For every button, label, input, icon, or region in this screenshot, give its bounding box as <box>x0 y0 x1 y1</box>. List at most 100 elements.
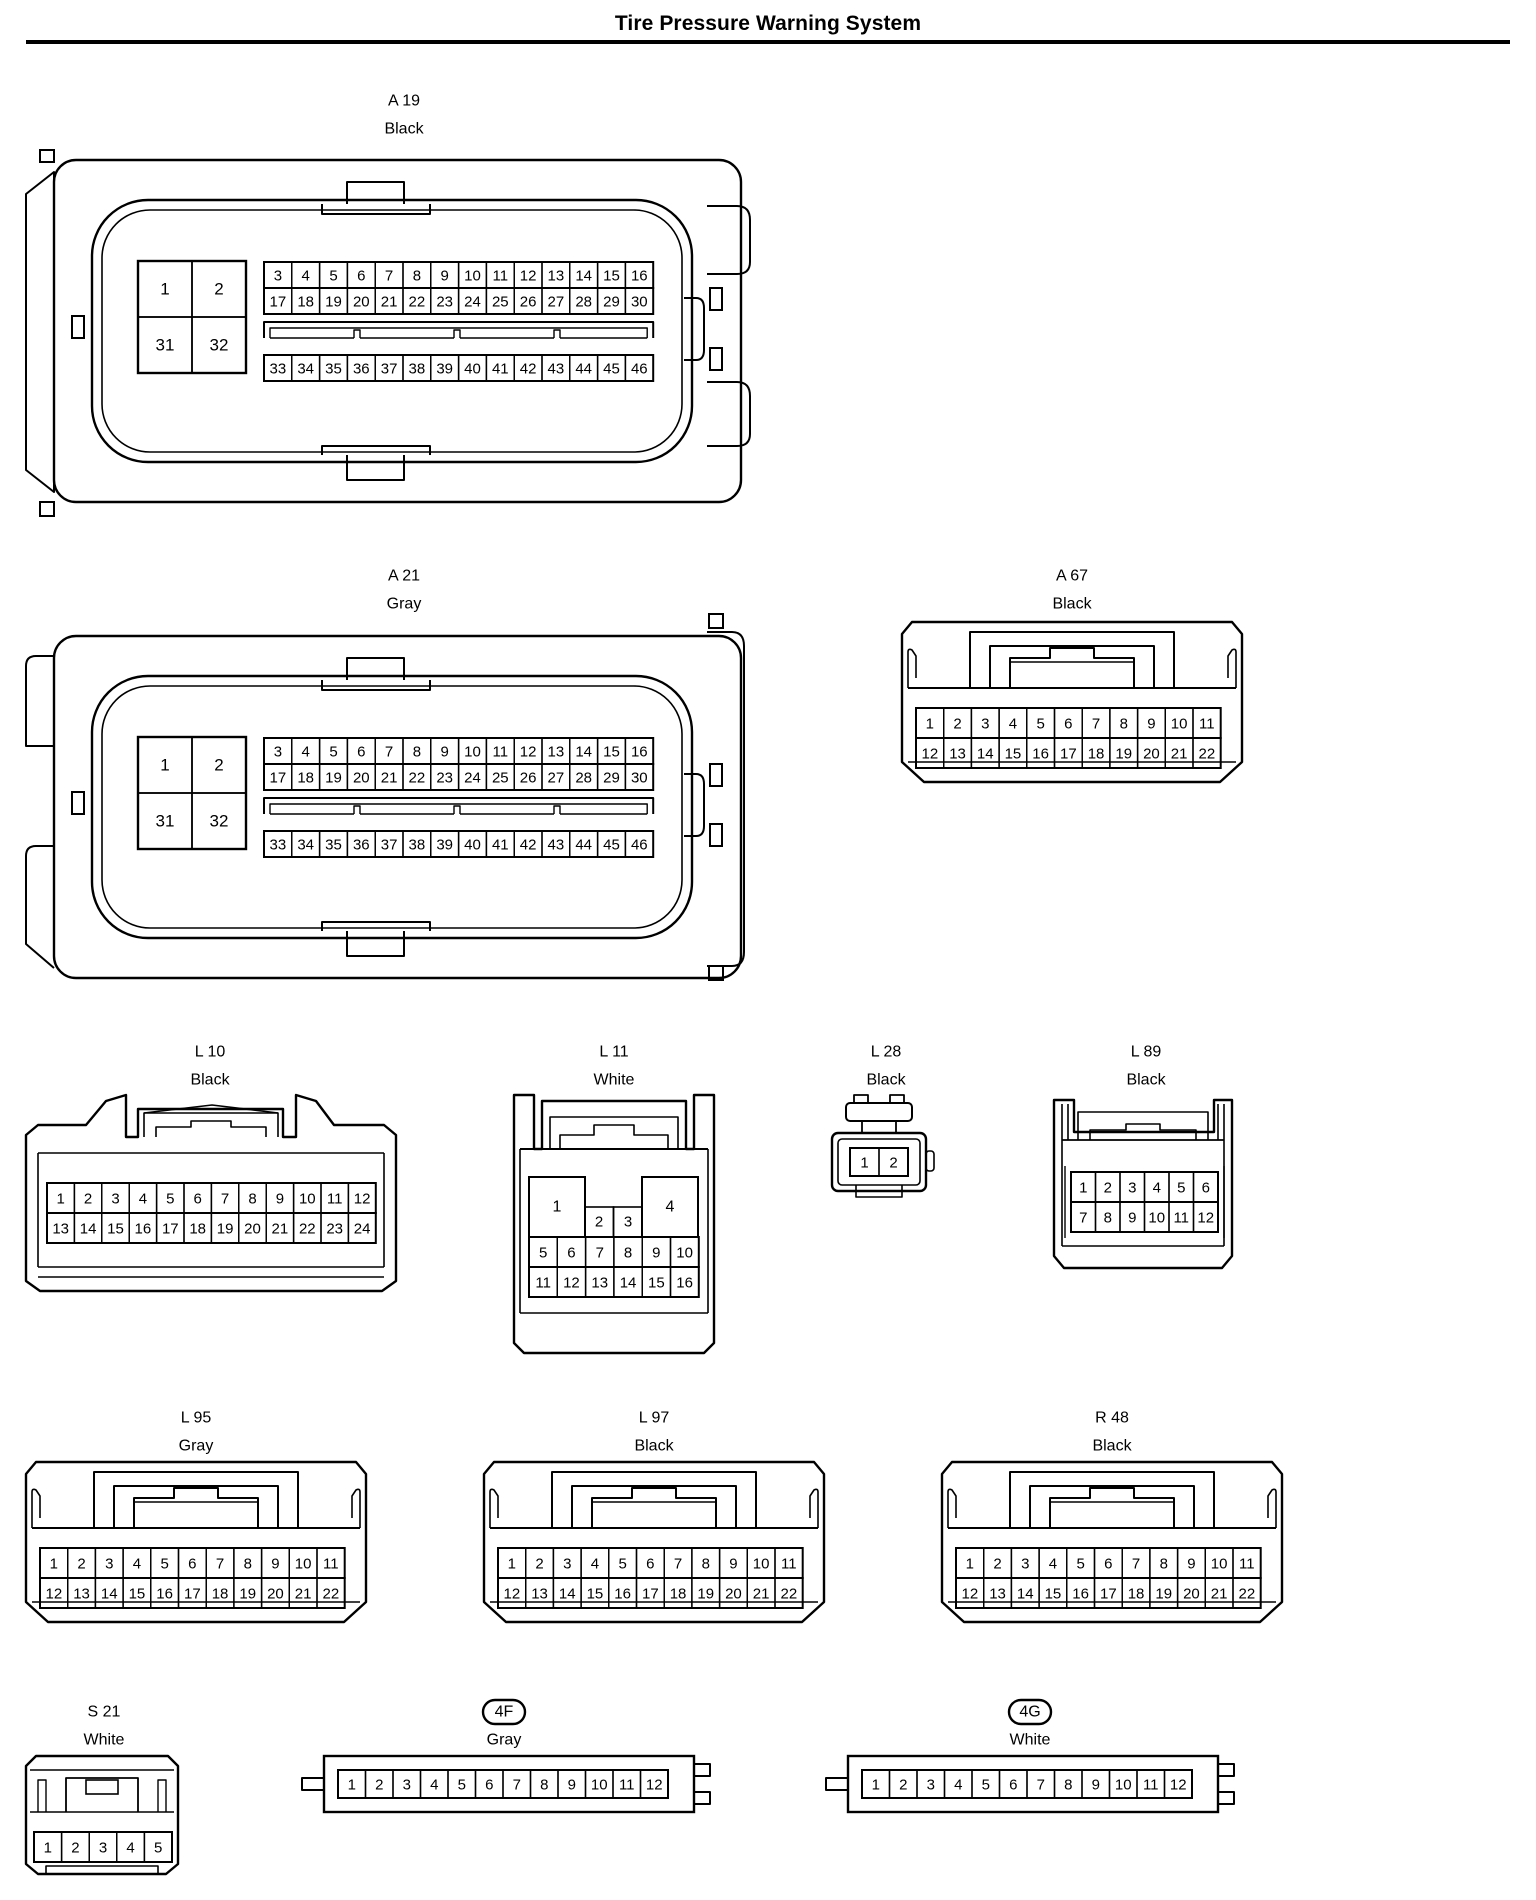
pin-cell: 13 <box>541 737 571 765</box>
pin-cell: 14 <box>94 1577 124 1609</box>
pin-number: 4 <box>1009 716 1017 733</box>
pin-cell: 13 <box>66 1577 97 1609</box>
pin-cell: 12 <box>347 1182 377 1214</box>
pin-number: 9 <box>1187 1556 1195 1573</box>
pin-number: 6 <box>357 744 365 761</box>
pin-cell: 35 <box>318 354 349 382</box>
pin-number: 15 <box>648 1275 665 1292</box>
pin-cell: 20 <box>718 1577 748 1609</box>
outline-shape <box>889 1094 905 1103</box>
latch-tab <box>39 149 55 163</box>
outline-shape <box>31 1488 41 1528</box>
pin-cell: 7 <box>584 1236 615 1268</box>
pin-cell: 11 <box>612 1769 642 1799</box>
pin-number: 6 <box>485 1777 493 1794</box>
pin-cell: 10 <box>1108 1769 1138 1799</box>
pin-cell: 11 <box>485 261 515 289</box>
pin-cell: 10 <box>584 1769 614 1799</box>
pin-cell: 9 <box>265 1182 295 1214</box>
pin-cell: 7 <box>1121 1547 1151 1579</box>
pin-cell: 6 <box>635 1547 665 1579</box>
pin-number: 18 <box>189 1221 206 1238</box>
outline-shape <box>321 680 431 691</box>
connector-color: White <box>84 1732 125 1749</box>
pin-number: 9 <box>652 1245 660 1262</box>
pin-cell: 3 <box>101 1182 130 1214</box>
pin-cell: 5 <box>1168 1171 1195 1203</box>
pin-cell-box <box>347 1212 377 1244</box>
pin-number: 2 <box>535 1556 543 1573</box>
pin-cell: 20 <box>346 287 376 315</box>
pin-cell: 4 <box>291 737 321 765</box>
outline-shape <box>65 1777 139 1812</box>
pin-number: 44 <box>575 361 592 378</box>
pin-cell: 9 <box>1119 1201 1146 1233</box>
pin-cell: 5 <box>1026 707 1056 739</box>
pin-cell: 1 <box>39 1547 69 1579</box>
pin-cell: 20 <box>1136 737 1166 769</box>
outline-shape <box>346 931 405 957</box>
pin-cell: 20 <box>260 1577 291 1609</box>
pin-number: 13 <box>73 1586 90 1603</box>
pin-number: 15 <box>107 1221 124 1238</box>
pin-cell: 6 <box>183 1182 213 1214</box>
connector-color: White <box>594 1072 635 1089</box>
pin-number: 25 <box>492 770 509 787</box>
pin-number: 4 <box>591 1556 599 1573</box>
pin-cell: 2 <box>878 1147 909 1177</box>
pin-number: 9 <box>441 744 449 761</box>
pin-number: 29 <box>603 770 620 787</box>
pin-cell: 11 <box>1168 1201 1195 1233</box>
pin-number: 11 <box>493 268 509 285</box>
pin-number: 16 <box>1032 746 1049 763</box>
pin-number: 2 <box>595 1214 603 1231</box>
pin-number: 11 <box>1143 1777 1159 1794</box>
connector-color: White <box>1010 1732 1051 1749</box>
outline-shape <box>25 845 55 969</box>
pin-cell: 4 <box>580 1547 610 1579</box>
pin-cell: 11 <box>485 737 515 765</box>
pin-cell: 45 <box>596 354 627 382</box>
pin-number: 23 <box>436 294 453 311</box>
pin-number: 5 <box>1076 1556 1084 1573</box>
outline-shape <box>825 1777 848 1791</box>
pin-cell: 6 <box>177 1547 207 1579</box>
pin-cell: 9 <box>430 737 460 765</box>
pin-cell: 19 <box>318 287 349 315</box>
pin-cell: 19 <box>210 1212 240 1244</box>
pin-cell: 39 <box>430 830 460 858</box>
pin-number: 40 <box>464 837 481 854</box>
pin-cell: 5 <box>318 261 349 289</box>
outline-shape <box>489 1488 499 1528</box>
pin-number: 2 <box>84 1191 92 1208</box>
pin-number: 7 <box>1079 1210 1087 1227</box>
outline-shape <box>157 1779 167 1812</box>
pin-cell: 25 <box>485 287 515 315</box>
pin-cell: 16 <box>624 261 654 289</box>
pin-number: 19 <box>239 1586 256 1603</box>
outline-shape <box>684 773 705 837</box>
pin-cell: 5 <box>608 1547 638 1579</box>
pin-cell: 37 <box>374 830 404 858</box>
pin-number: 13 <box>548 268 565 285</box>
pin-cell: 8 <box>238 1182 267 1214</box>
pin-cell: 9 <box>1081 1769 1111 1799</box>
outline-shape <box>1218 1791 1235 1805</box>
outline-shape <box>549 1116 679 1149</box>
connector-id: A 19 <box>388 93 420 110</box>
pin-cell: 5 <box>1066 1547 1096 1579</box>
outline-shape <box>861 1121 897 1133</box>
pin-number: 4 <box>133 1556 141 1573</box>
